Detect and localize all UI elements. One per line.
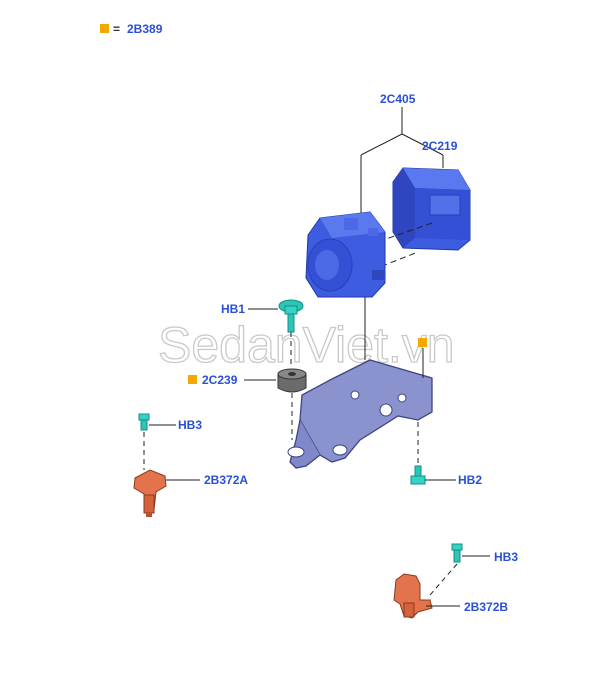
hcu-pump	[305, 211, 386, 298]
label-2c405: 2C405	[380, 92, 416, 106]
label-hb2: HB2	[458, 473, 482, 487]
bolt-hb3-left-icon	[138, 413, 150, 431]
watermark: SedanViet.vn	[158, 317, 455, 373]
label-hb3-left: HB3	[178, 418, 202, 432]
label-2c239: 2C239	[202, 373, 238, 387]
mounting-bracket	[287, 359, 433, 469]
label-2c219: 2C219	[422, 139, 458, 153]
label-hb1: HB1	[221, 302, 245, 316]
label-hb3-right: HB3	[494, 550, 518, 564]
label-2b372b: 2B372B	[464, 600, 508, 614]
leader-2c405	[360, 107, 444, 215]
sensor-2b372b-icon	[393, 573, 433, 619]
bracket-orange-marker	[418, 338, 427, 347]
dash-hb3-right-sensor	[429, 563, 458, 596]
legend: = 2B389	[100, 22, 163, 36]
legend-equals: =	[113, 22, 120, 36]
bolt-hb3-right-icon	[451, 543, 463, 563]
legend-orange-square	[100, 24, 109, 33]
legend-code: 2B389	[127, 22, 163, 36]
screw-hb1-icon	[278, 299, 304, 333]
label-2b372a: 2B372A	[204, 473, 248, 487]
bolt-hb2-icon	[410, 465, 426, 485]
isolator-orange-marker	[188, 375, 197, 384]
sensor-2b372a-icon	[133, 469, 167, 517]
isolator-icon	[277, 368, 307, 393]
ecu-module	[392, 167, 471, 251]
